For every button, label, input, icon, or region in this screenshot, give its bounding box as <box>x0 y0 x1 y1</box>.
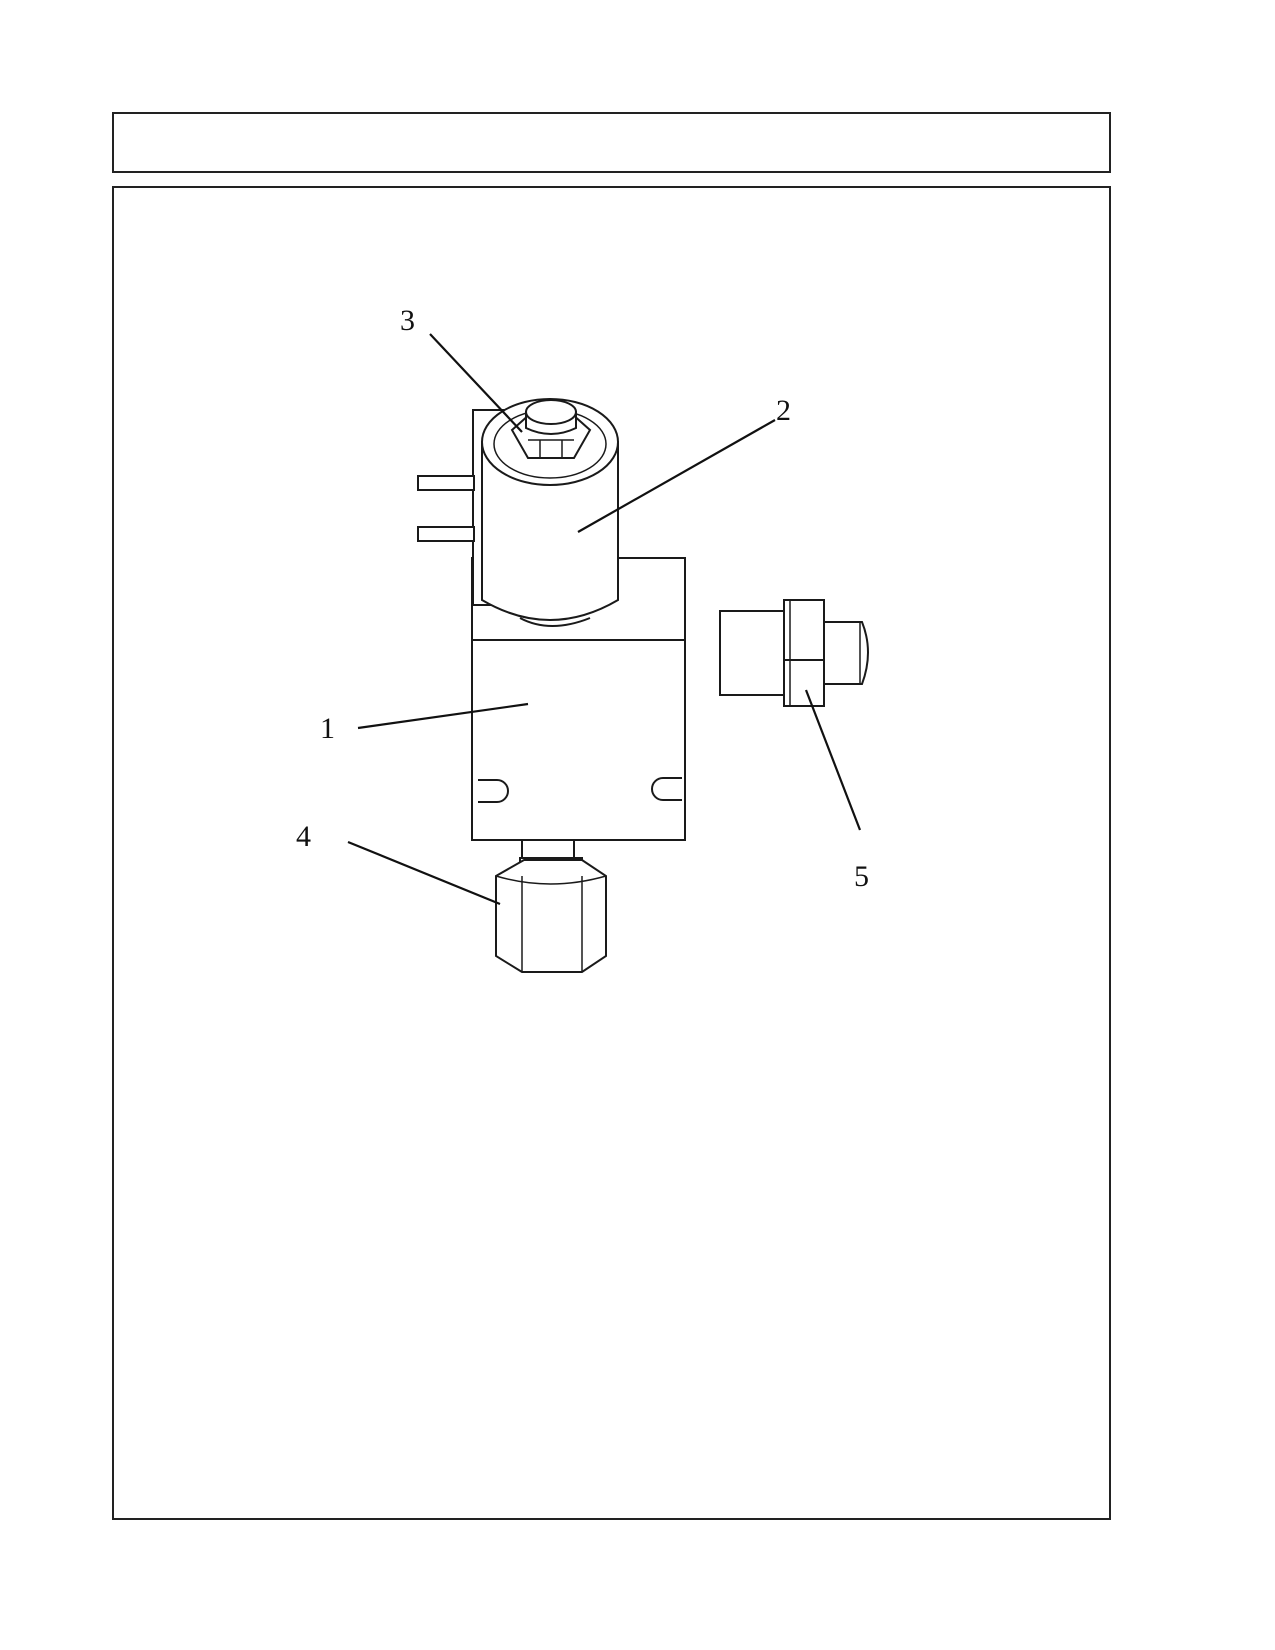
slot-right <box>651 777 682 801</box>
leader-2 <box>577 419 776 533</box>
callout-4: 4 <box>296 820 311 853</box>
terminal-pin-upper <box>417 475 475 491</box>
title-frame <box>112 112 1111 173</box>
leader-5 <box>804 689 862 831</box>
callout-2: 2 <box>776 394 791 427</box>
diagram-frame <box>112 186 1111 1520</box>
part-3-hex-nut <box>510 399 592 459</box>
callout-5: 5 <box>854 860 869 893</box>
slot-left <box>478 779 509 803</box>
callout-3: 3 <box>400 304 415 337</box>
leader-3 <box>429 333 523 433</box>
part-5-connector-fitting <box>719 599 869 707</box>
callout-1: 1 <box>320 712 335 745</box>
leader-4 <box>347 840 501 906</box>
leader-1 <box>357 702 529 730</box>
part-4-bottom-fitting <box>495 839 607 973</box>
terminal-pin-lower <box>417 526 475 542</box>
